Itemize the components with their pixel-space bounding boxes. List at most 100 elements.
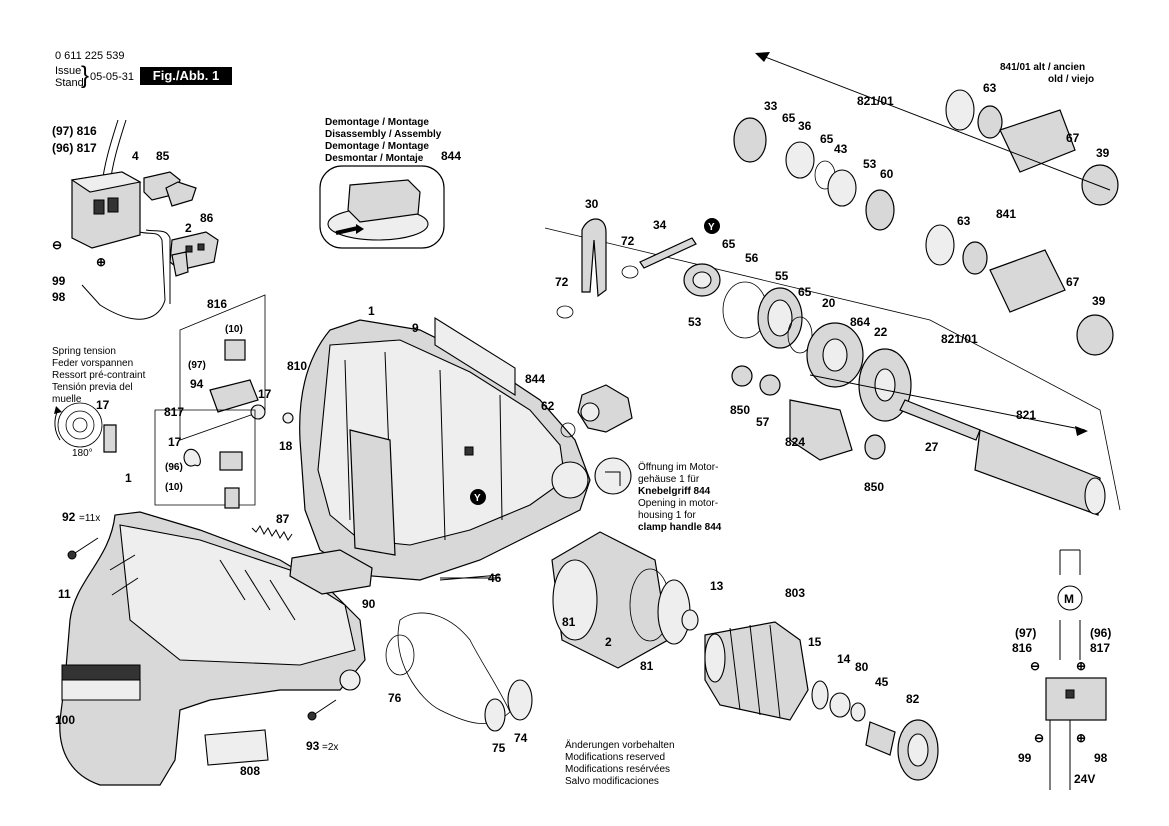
label-9: 9 xyxy=(412,321,419,335)
note-line: old / viejo xyxy=(1048,74,1094,85)
note-line: gehäuse 1 für xyxy=(638,474,700,485)
note-line: clamp handle 844 xyxy=(638,522,722,533)
issue-date: 05-05-31 xyxy=(90,71,135,83)
voltage-label: 24V xyxy=(1074,772,1095,786)
opening-note: Öffnung im Motor- gehäuse 1 für Knebelgr… xyxy=(638,461,722,533)
label-90: 90 xyxy=(362,597,376,611)
label-22: 22 xyxy=(874,325,888,339)
note-line: Opening in motor- xyxy=(638,498,718,509)
ref-y-icon: Y xyxy=(474,493,481,504)
label-816-brush: 816 xyxy=(207,297,227,311)
label-94: 94 xyxy=(190,377,204,391)
label-817-brush: 817 xyxy=(164,405,184,419)
label-34: 34 xyxy=(653,218,667,232)
label-1-handle: 1 xyxy=(125,471,132,485)
label-2-stator: 2 xyxy=(605,635,612,649)
tool-holder-top xyxy=(733,89,1119,231)
label-67b: 67 xyxy=(1066,275,1080,289)
label-15: 15 xyxy=(808,635,822,649)
label-63a: 63 xyxy=(983,81,997,95)
label-96-817: (96) 817 xyxy=(52,141,97,155)
reference-arrows xyxy=(755,52,1111,436)
minus-icon: ⊖ xyxy=(1030,659,1040,673)
document-number: 0 611 225 539 xyxy=(55,50,125,62)
stand-label: Stand xyxy=(55,77,84,89)
note-line: Demontage / Montage xyxy=(325,117,429,128)
label-87: 87 xyxy=(276,512,290,526)
label-93: 93 xyxy=(306,739,320,753)
label-803: 803 xyxy=(785,586,805,600)
label-86: 86 xyxy=(200,211,214,225)
note-line: muelle xyxy=(52,394,82,405)
plus-icon: ⊕ xyxy=(96,255,106,269)
note-line: Feder vorspannen xyxy=(52,358,133,369)
label-97-schematic: (97) xyxy=(1015,626,1036,640)
disassembly-inset xyxy=(319,165,445,249)
label-14: 14 xyxy=(837,652,851,666)
label-62: 62 xyxy=(541,399,555,413)
label-96-brush: (96) xyxy=(165,462,183,473)
disassembly-note: Demontage / Montage Disassembly / Assemb… xyxy=(325,117,442,164)
label-85: 85 xyxy=(156,149,170,163)
minus-icon: ⊖ xyxy=(52,238,62,252)
label-11x: =11x xyxy=(79,513,100,524)
label-57: 57 xyxy=(756,415,770,429)
label-36: 36 xyxy=(798,119,812,133)
brush-holder-assembly xyxy=(154,294,294,509)
label-72a: 72 xyxy=(621,234,635,248)
note-line: Änderungen vorbehalten xyxy=(565,739,675,751)
plus-icon: ⊕ xyxy=(1076,659,1086,673)
figure-badge: Fig./Abb. 1 xyxy=(140,67,232,85)
note-line: Ressort pré-contraint xyxy=(52,370,146,381)
label-817-schematic: 817 xyxy=(1090,641,1110,655)
spring-tension-note: Spring tension Feder vorspannen Ressort … xyxy=(52,346,146,459)
handle-housing xyxy=(59,511,366,786)
motor-housing xyxy=(299,319,591,581)
label-844-mid: 844 xyxy=(525,372,545,386)
spring-and-lock xyxy=(251,525,500,595)
plus-icon: ⊕ xyxy=(1076,731,1086,745)
label-60: 60 xyxy=(880,167,894,181)
label-850b: 850 xyxy=(864,480,884,494)
label-808: 808 xyxy=(240,764,260,778)
label-98-schematic: 98 xyxy=(1094,751,1108,765)
motor-symbol: M xyxy=(1064,592,1074,606)
label-844-top: 844 xyxy=(441,149,461,163)
label-821-01-top: 821/01 xyxy=(857,94,894,108)
label-53b: 53 xyxy=(863,157,877,171)
label-96-schematic: (96) xyxy=(1090,626,1111,640)
label-10a: (10) xyxy=(225,324,243,335)
label-821-01-mid: 821/01 xyxy=(941,332,978,346)
label-65a: 65 xyxy=(722,237,736,251)
label-1-housing: 1 xyxy=(368,304,375,318)
label-39a: 39 xyxy=(1096,146,1110,160)
note-line: Desmontar / Montaje xyxy=(325,153,424,164)
label-98: 98 xyxy=(52,290,66,304)
label-72b: 72 xyxy=(555,275,569,289)
label-100: 100 xyxy=(55,713,75,727)
gaskets xyxy=(385,612,533,732)
part-labels: (97) 816 (96) 817 4 85 2 86 99 98 844 81… xyxy=(52,81,1111,778)
label-824: 824 xyxy=(785,435,805,449)
label-74: 74 xyxy=(514,731,528,745)
label-56: 56 xyxy=(745,251,759,265)
label-17b: 17 xyxy=(168,435,182,449)
label-864: 864 xyxy=(850,315,870,329)
label-67a: 67 xyxy=(1066,131,1080,145)
note-line: Knebelgriff 844 xyxy=(638,486,711,497)
label-97-brush: (97) xyxy=(188,360,206,371)
label-75: 75 xyxy=(492,741,506,755)
label-17-spring: 17 xyxy=(96,398,110,412)
label-27: 27 xyxy=(925,440,939,454)
label-2x: =2x xyxy=(322,742,338,753)
note-line: Modifications reserved xyxy=(565,752,665,763)
note-line: Modifications resérvées xyxy=(565,764,670,775)
label-65d: 65 xyxy=(820,132,834,146)
screws xyxy=(67,537,337,721)
note-line: housing 1 for xyxy=(638,510,696,521)
label-810: 810 xyxy=(287,359,307,373)
label-17a: 17 xyxy=(258,387,272,401)
brace-glyph: } xyxy=(81,62,90,89)
label-18: 18 xyxy=(279,439,293,453)
label-2: 2 xyxy=(185,221,192,235)
